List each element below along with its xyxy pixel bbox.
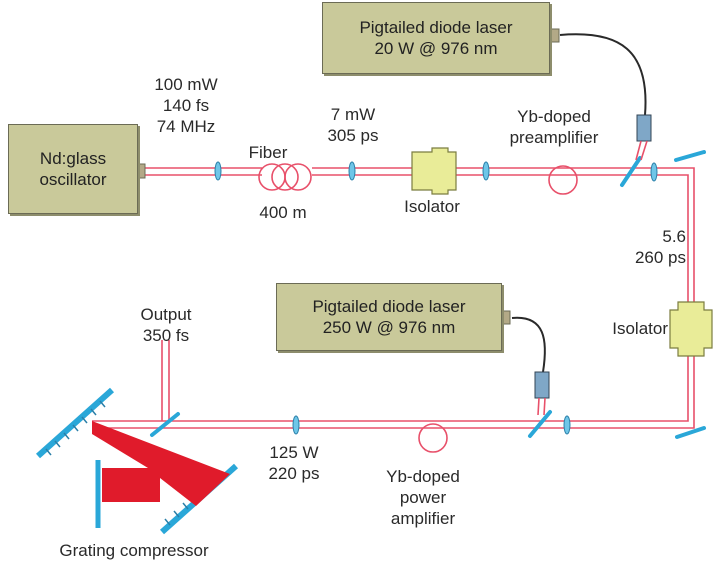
osc-power: 100 mW: [154, 75, 218, 94]
isolator-1: [411, 147, 457, 195]
compressed-beam: [92, 421, 230, 506]
pump-laser-2-box: Pigtailed diode laser 250 W @ 976 nm: [276, 283, 502, 351]
preamp-line-1: Yb-doped: [517, 107, 591, 126]
power-amp-line-2: power: [399, 488, 447, 507]
fiber-length-label: 400 m: [259, 203, 307, 222]
osc-duration: 140 fs: [162, 96, 210, 115]
mirrors: [150, 150, 706, 439]
pump-laser-1-box: Pigtailed diode laser 20 W @ 976 nm: [322, 2, 550, 74]
pump-laser-2-label-2: 250 W @ 976 nm: [322, 318, 456, 337]
isolator-1-label: Isolator: [404, 197, 460, 216]
pump-laser-2-label-1: Pigtailed diode laser: [312, 297, 466, 316]
pump-coupler-1: [636, 114, 652, 142]
isolator-2: [669, 301, 713, 357]
power-amplifier-loop: [418, 423, 448, 453]
pump-fiber-2: [511, 316, 546, 373]
preamp-out-duration: 260 ps: [634, 248, 686, 267]
compressor-label: Grating compressor: [59, 541, 209, 560]
amplified-specs: 125 W 220 ps: [254, 442, 334, 484]
fiber-label: Fiber: [248, 143, 288, 162]
pump-laser-1-label-1: Pigtailed diode laser: [359, 18, 513, 37]
fiber-coil: [258, 163, 312, 191]
preamp-out-power: 5.6: [662, 227, 686, 246]
pump-fiber-1: [559, 33, 647, 116]
power-amplifier-label: Yb-doped power amplifier: [368, 466, 478, 529]
oscillator-box: Nd:glass oscillator: [8, 124, 138, 214]
amp-power: 125 W: [269, 443, 319, 462]
isolator-2-label: Isolator: [612, 319, 668, 338]
stretched-power: 7 mW: [330, 105, 376, 124]
output-line-2: 350 fs: [142, 326, 190, 345]
output-line-1: Output: [140, 305, 192, 324]
preamp-line-2: preamplifier: [509, 128, 599, 147]
preamplifier-loop: [548, 165, 578, 195]
stretched-duration: 305 ps: [327, 126, 379, 145]
grating-compressor-optics: [36, 387, 238, 535]
pump-coupler-2: [534, 371, 550, 399]
oscillator-specs: 100 mW 140 fs 74 MHz: [136, 74, 236, 137]
output-label: Output 350 fs: [126, 304, 206, 346]
stretched-specs: 7 mW 305 ps: [318, 104, 388, 146]
amp-duration: 220 ps: [268, 464, 320, 483]
power-amp-line-3: amplifier: [390, 509, 456, 528]
lenses: [214, 161, 658, 435]
power-amp-line-1: Yb-doped: [386, 467, 460, 486]
oscillator-label-2: oscillator: [39, 170, 107, 189]
osc-rate: 74 MHz: [156, 117, 216, 136]
preamplifier-label: Yb-doped preamplifier: [484, 106, 624, 148]
pump-laser-1-port: [548, 28, 560, 43]
preamp-output-specs: 5.6 260 ps: [604, 226, 686, 268]
pump-laser-1-label-2: 20 W @ 976 nm: [374, 39, 498, 58]
beam-path: [92, 167, 695, 429]
oscillator-label-1: Nd:glass: [39, 149, 107, 168]
